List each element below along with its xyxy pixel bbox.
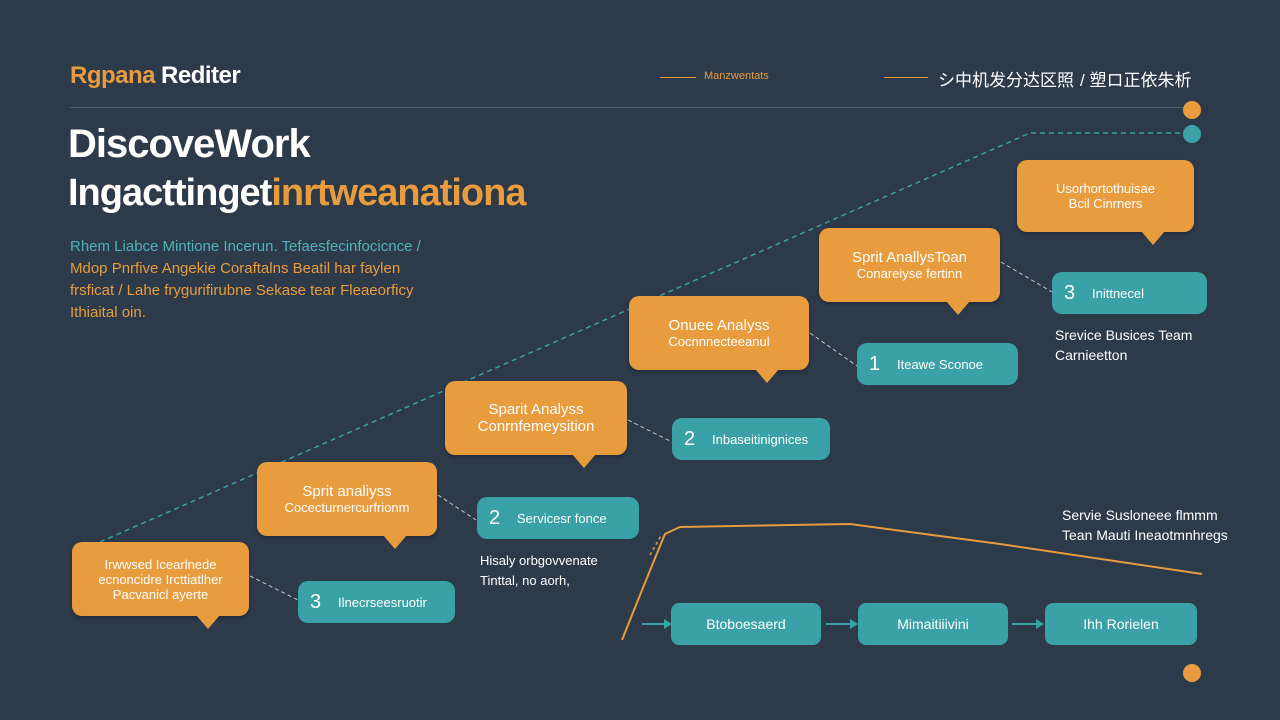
bubble-3[interactable]: Sparit Analyss Conrnfemeysition — [445, 381, 627, 468]
nav-divider — [660, 77, 696, 78]
bubble-2[interactable]: Sprit analiyss Cocecturnercurfrionm — [257, 462, 437, 549]
pill-3-lower[interactable]: 3 Ilnecrseesruotir — [298, 581, 455, 623]
pill-label: Iteawe Sconoe — [897, 356, 984, 372]
header-divider — [70, 107, 1200, 108]
side-note-line: Tean Mauti Ineaotmnhregs — [1062, 527, 1228, 543]
flow-step-2[interactable]: Mimaitiiivini — [858, 603, 1008, 645]
bubble-text: Usorhortothuisae — [1056, 181, 1155, 196]
page-title-line-1: DiscoveWork — [68, 122, 311, 166]
nav-link-1[interactable]: Manzwentats — [704, 70, 769, 82]
bubble-6[interactable]: Usorhortothuisae Bcil Cinrners — [1017, 160, 1194, 245]
side-note-right-1: Srevice Busices Team Carnieetton — [1055, 325, 1192, 365]
pill-1[interactable]: 1 Iteawe Sconoe — [857, 343, 1018, 385]
pill-number: 1 — [869, 352, 881, 375]
bubble-text: Conareiyse fertinn — [856, 266, 963, 281]
side-note-line: Carnieetton — [1055, 347, 1128, 363]
teal-dot-icon — [1183, 125, 1201, 143]
pill-2-service[interactable]: 2 Servicesr fonce — [477, 497, 639, 539]
pill-number: 2 — [489, 506, 501, 529]
bubble-5[interactable]: Sprit AnallysToan Conareiyse fertinn — [819, 228, 1000, 315]
side-note-right-2: Servie Susloneee flmmm Tean Mauti Ineaot… — [1062, 505, 1228, 545]
side-note-line: Tinttal, no aorh, — [480, 573, 570, 588]
bubble-text: Bcil Cinrners — [1068, 196, 1143, 211]
bubble-text: ecnoncidre Ircttiatlher — [98, 571, 223, 587]
pill-label: Inbaseitinignices — [712, 431, 809, 447]
top-nav: Manzwentats シ中机发分达区照 / 塑ロ正依朱析 — [660, 66, 1220, 90]
pill-number: 2 — [684, 427, 696, 450]
side-note-line: Servie Susloneee flmmm — [1062, 507, 1218, 523]
bubble-text: Conrnfemeysition — [477, 418, 595, 435]
pill-3-upper[interactable]: 3 Inittnecel — [1052, 272, 1207, 314]
side-note-line: Srevice Busices Team — [1055, 327, 1193, 343]
side-note-middle: Hisaly orbgovvenate Tinttal, no aorh, — [480, 551, 598, 591]
nav-divider — [884, 77, 928, 78]
bubble-text: Onuee Analyss — [668, 317, 770, 334]
bubble-text: Cocecturnercurfrionm — [284, 500, 410, 515]
pill-number: 3 — [1064, 281, 1076, 304]
pill-2-upper[interactable]: 2 Inbaseitinignices — [672, 418, 830, 460]
flow-step-1[interactable]: Btoboesaerd — [671, 603, 821, 645]
description-line: Ithiaital oin. — [70, 304, 146, 321]
brand-part1: Rgpana — [70, 62, 156, 89]
bubble-text: Sparit Analyss — [488, 401, 584, 418]
bubble-text: Irwwsed Icearlnede — [104, 556, 217, 572]
description-line: Rhem Liabce Mintione Incerun. Tefaesfeci… — [70, 238, 421, 255]
pill-number: 3 — [310, 590, 322, 613]
bubble-1[interactable]: Irwwsed Icearlnede ecnoncidre Ircttiatlh… — [72, 542, 249, 629]
bubble-text: Sprit AnallysToan — [851, 249, 968, 266]
flow-step-3[interactable]: Ihh Rorielen — [1045, 603, 1197, 645]
orange-dot-icon — [1183, 664, 1201, 682]
description: Rhem Liabce Mintione Incerun. Tefaesfeci… — [70, 236, 540, 324]
bubble-text: Cocnnnecteeanul — [668, 334, 770, 349]
pill-label: Servicesr fonce — [517, 510, 607, 526]
orange-dot-icon — [1183, 101, 1201, 119]
brand-part2: Rediter — [161, 62, 241, 89]
side-note-line: Hisaly orbgovvenate — [480, 553, 598, 568]
bubble-4[interactable]: Onuee Analyss Cocnnnecteeanul — [629, 296, 809, 383]
pill-label: Inittnecel — [1092, 285, 1145, 301]
title-white-part: Ingacttinget — [68, 172, 272, 214]
description-line: frsficat / Lahe frygurifirubne Sekase te… — [70, 282, 414, 299]
page-title-line-2: Ingacttingetinrtweanationa — [68, 172, 526, 215]
nav-link-2[interactable]: シ中机发分达区照 — [938, 71, 1074, 90]
description-line: Mdop Pnrfive Angekie Coraftalns Beatil h… — [70, 260, 401, 277]
nav-link-3[interactable]: / 塑ロ正依朱析 — [1080, 71, 1192, 90]
pill-label: Ilnecrseesruotir — [338, 594, 427, 610]
title-orange-part: inrtweanationa — [271, 172, 526, 214]
bubble-text: Sprit analiyss — [302, 483, 392, 500]
bubble-text: Pacvanicl ayerte — [112, 586, 209, 602]
